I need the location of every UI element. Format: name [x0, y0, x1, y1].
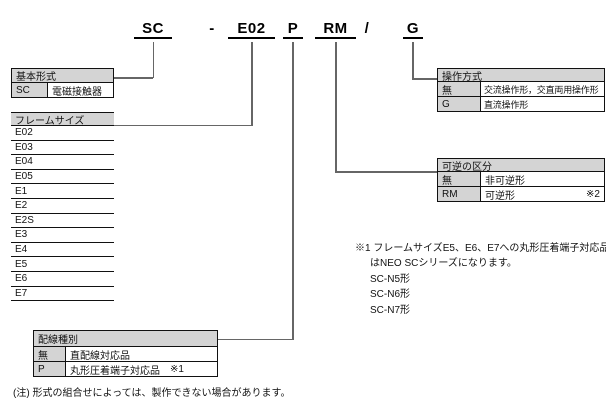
footnote-1-line: SC-N7形	[370, 304, 411, 316]
wiring-desc: 直配線対応品	[70, 350, 130, 362]
connector-e02-vertical	[251, 42, 253, 126]
footnote-ref-2: ※2	[586, 188, 600, 200]
frame-size-row: E6	[11, 272, 114, 287]
reversible-class-header: 可逆の区分	[438, 158, 604, 173]
operation-method-table: 操作方式 無 交流操作形，交直両用操作形 G 直流操作形	[437, 68, 605, 112]
table-row: G 直流操作形	[438, 97, 604, 112]
frame-size-row: E02	[11, 126, 114, 141]
wiring-code: P	[34, 362, 66, 376]
footnote-1-line: SC-N6形	[370, 289, 411, 301]
footnote-1: ※1 フレームサイズE5、E6、E7への丸形圧着端子対応品 はNEO SCシリー…	[355, 241, 606, 318]
connector-rm-horizontal	[335, 171, 437, 173]
reversible-desc: 非可逆形	[485, 175, 525, 187]
bottom-note: (注) 形式の組合せによっては、製作できない場合があります。	[13, 388, 291, 399]
frame-size-row: E1	[11, 184, 114, 199]
frame-size-header: フレームサイズ	[11, 112, 114, 127]
reversible-code: RM	[438, 187, 481, 201]
table-row: 無 非可逆形	[438, 172, 604, 187]
basic-type-desc: 電磁接触器	[52, 86, 102, 98]
table-row: 無 交流操作形，交直両用操作形	[438, 82, 604, 97]
model-segment-wiring: P	[283, 20, 303, 39]
frame-size-row: E03	[11, 141, 114, 156]
frame-size-row: E2	[11, 199, 114, 214]
connector-p-vertical	[292, 42, 294, 340]
table-row: 無 直配線対応品	[34, 347, 217, 362]
frame-size-table: フレームサイズ E02 E03 E04 E05 E1 E2 E2S E3 E4 …	[11, 112, 114, 302]
frame-size-row: E04	[11, 155, 114, 170]
connector-rm-vertical	[335, 42, 337, 172]
basic-type-table: 基本形式 SC 電磁接触器	[11, 68, 114, 98]
frame-size-row: E5	[11, 257, 114, 272]
operation-desc: 直流操作形	[484, 99, 529, 110]
frame-size-row: E2S	[11, 214, 114, 229]
table-row: SC 電磁接触器	[12, 83, 113, 98]
frame-size-row: E3	[11, 228, 114, 243]
table-row: P 丸形圧着端子対応品 ※1	[34, 362, 217, 377]
operation-code: 無	[438, 82, 481, 97]
footnote-1-line: はNEO SCシリーズになります。	[370, 258, 517, 270]
operation-method-header: 操作方式	[438, 68, 604, 83]
connector-g-horizontal	[412, 78, 437, 80]
wiring-type-header: 配線種別	[34, 330, 217, 347]
wiring-desc: 丸形圧着端子対応品 ※1	[66, 362, 217, 377]
model-segment-hyphen: -	[209, 20, 215, 37]
reversible-desc-text: 可逆形	[485, 190, 515, 202]
frame-size-row: E7	[11, 287, 114, 302]
reversible-desc: 可逆形 ※2	[481, 187, 604, 202]
reversible-code: 無	[438, 172, 481, 187]
connector-e02-horizontal	[113, 124, 253, 126]
basic-type-header: 基本形式	[12, 68, 113, 83]
model-segment-frame-size: E02	[228, 20, 275, 39]
table-row: RM 可逆形 ※2	[438, 187, 604, 202]
footnote-ref-1: ※1	[170, 363, 184, 375]
operation-desc: 交流操作形，交直両用操作形	[484, 84, 599, 95]
connector-p-horizontal	[217, 338, 293, 340]
operation-code: G	[438, 97, 481, 111]
connector-g-vertical	[412, 42, 414, 79]
footnote-1-line: SC-N5形	[370, 273, 411, 285]
footnote-1-line: ※1 フレームサイズE5、E6、E7への丸形圧着端子対応品	[355, 243, 606, 254]
model-segment-series: SC	[134, 20, 172, 39]
model-segment-operation: G	[403, 20, 423, 39]
connector-sc-vertical	[152, 42, 154, 78]
frame-size-row: E05	[11, 170, 114, 185]
basic-type-code: SC	[12, 83, 48, 97]
model-segment-reversible: RM	[315, 20, 356, 39]
wiring-desc-text: 丸形圧着端子対応品	[70, 365, 160, 377]
model-segment-slash: /	[364, 20, 370, 37]
reversible-class-table: 可逆の区分 無 非可逆形 RM 可逆形 ※2	[437, 158, 605, 202]
wiring-type-table: 配線種別 無 直配線対応品 P 丸形圧着端子対応品 ※1	[33, 330, 218, 377]
connector-sc-horizontal	[113, 77, 153, 79]
frame-size-row: E4	[11, 243, 114, 258]
wiring-code: 無	[34, 347, 66, 362]
